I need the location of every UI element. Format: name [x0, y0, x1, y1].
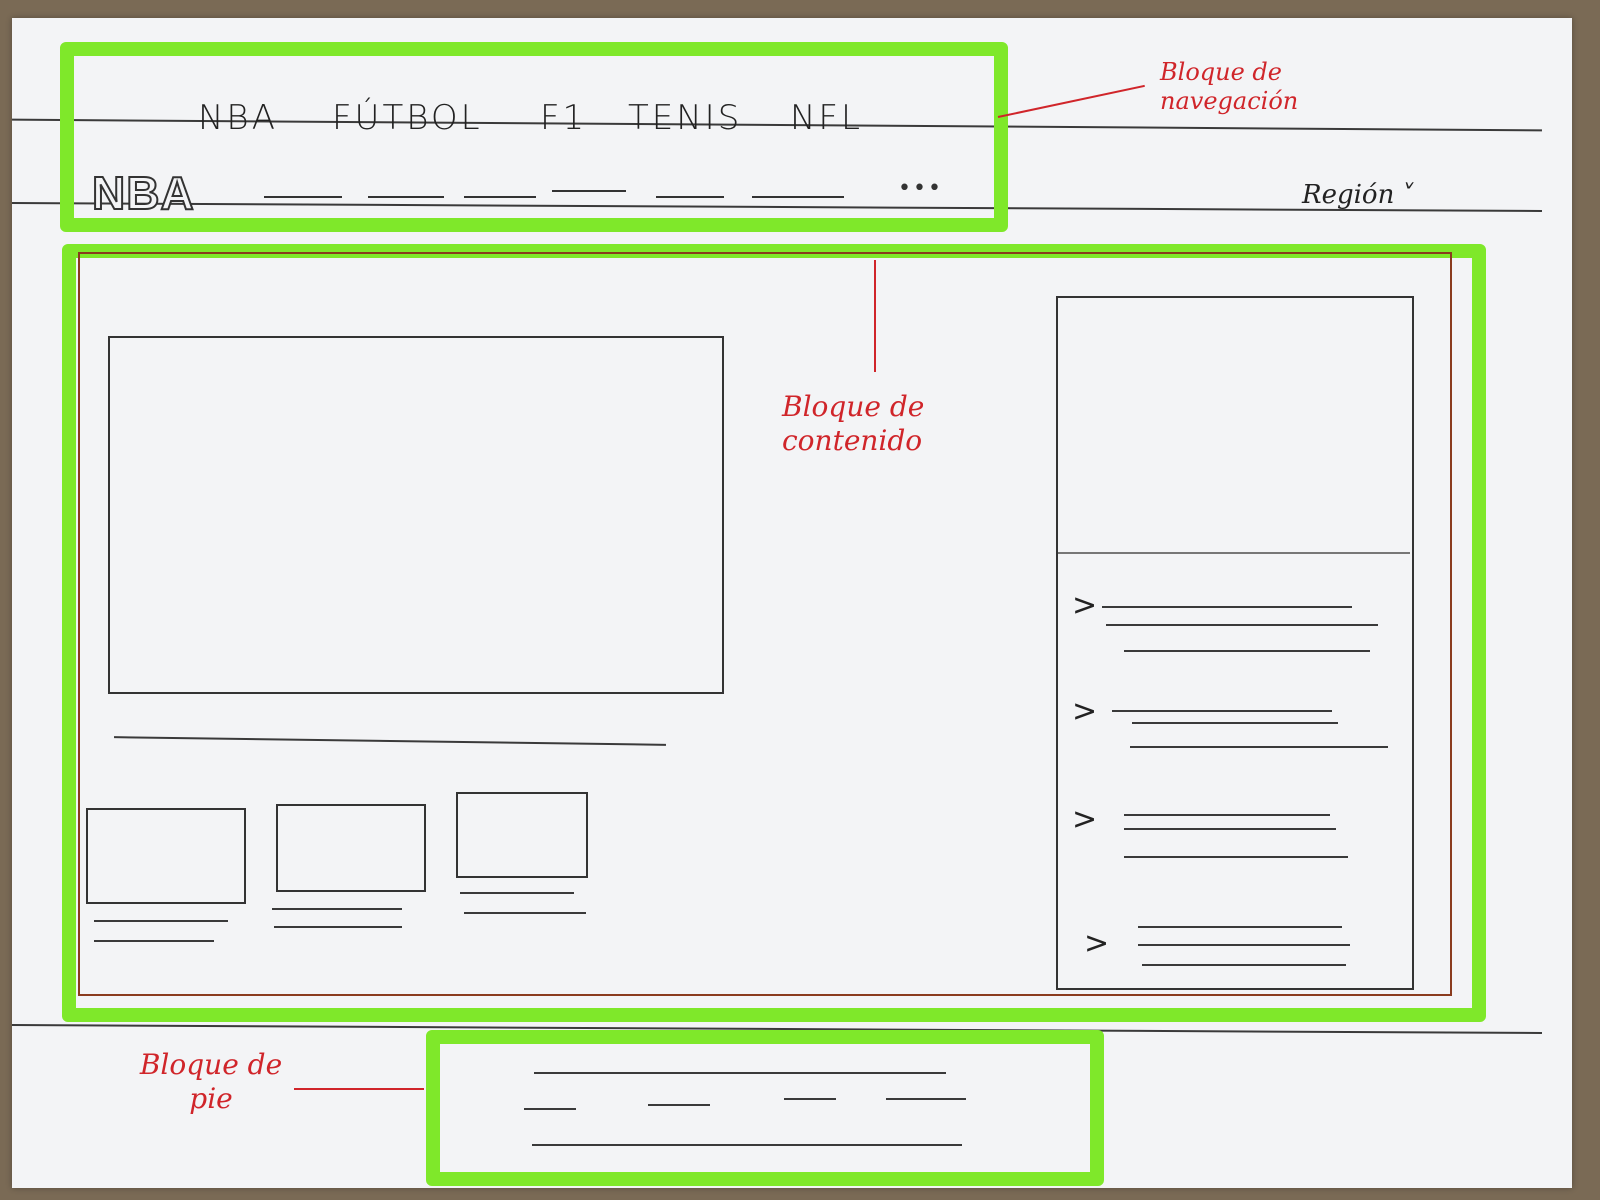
- sidebar-item-line: [1124, 828, 1336, 830]
- chevron-right-icon[interactable]: >: [1072, 802, 1098, 837]
- subnav-item[interactable]: [656, 196, 724, 198]
- content-block-label: Bloque de contenido: [782, 390, 925, 457]
- footer-line: [534, 1072, 946, 1074]
- subnav-item[interactable]: [464, 196, 536, 198]
- footer-block-highlight: [426, 1030, 1104, 1186]
- nav-link-nfl[interactable]: NFL: [790, 98, 863, 138]
- chevron-right-icon[interactable]: >: [1084, 926, 1110, 961]
- subnav-item[interactable]: [264, 196, 342, 198]
- news-thumbnail[interactable]: [86, 808, 246, 904]
- sidebar-item-line: [1112, 710, 1332, 712]
- subnav-item[interactable]: [368, 196, 444, 198]
- nav-link-futbol[interactable]: FÚTBOL: [332, 98, 483, 138]
- sidebar-item-line: [1124, 814, 1330, 816]
- subnav-item[interactable]: [752, 196, 844, 198]
- sidebar-item-line: [1138, 944, 1350, 946]
- sidebar-item-line: [1130, 746, 1388, 748]
- main-image-placeholder[interactable]: [108, 336, 724, 694]
- subnav-item[interactable]: [552, 190, 626, 192]
- chevron-right-icon[interactable]: >: [1072, 588, 1098, 623]
- nav-link-nba[interactable]: NBA: [198, 98, 278, 138]
- sidebar-item-line: [1124, 650, 1370, 652]
- content-block-outline: [78, 252, 1452, 996]
- region-dropdown[interactable]: Región ˅: [1302, 180, 1416, 210]
- sidebar-panel: [1056, 296, 1414, 990]
- footer-line: [532, 1144, 962, 1146]
- sidebar-item-line: [1102, 606, 1352, 608]
- nav-block-label: Bloque de navegación: [1160, 58, 1299, 115]
- footer-block-label: Bloque de pie: [139, 1048, 283, 1115]
- nav-link-tenis[interactable]: TENIS: [628, 98, 743, 138]
- sketch-paper: NBA FÚTBOL F1 TENIS NFL NBA ••• Región ˅…: [12, 18, 1572, 1188]
- content-annotation-arrow: [874, 260, 876, 372]
- nav-block-highlight: [60, 42, 1008, 232]
- news-caption-line: [94, 940, 214, 942]
- sidebar-divider: [1058, 552, 1410, 554]
- sidebar-item-line: [1138, 926, 1342, 928]
- sidebar-item-line: [1132, 722, 1338, 724]
- nba-logo[interactable]: NBA: [91, 166, 195, 220]
- news-caption-line: [274, 926, 402, 928]
- sidebar-item-line: [1106, 624, 1378, 626]
- footer-annotation-arrow: [294, 1088, 424, 1090]
- news-caption-line: [464, 912, 586, 914]
- news-thumbnail[interactable]: [276, 804, 426, 892]
- footer-link[interactable]: [648, 1104, 710, 1106]
- content-block-highlight: [62, 244, 1486, 1022]
- nav-link-f1[interactable]: F1: [540, 98, 588, 138]
- nav-annotation-arrow: [997, 84, 1145, 118]
- sidebar-item-line: [1124, 856, 1348, 858]
- news-caption-line: [460, 892, 574, 894]
- more-icon[interactable]: •••: [898, 176, 943, 201]
- sidebar-item-line: [1142, 964, 1346, 966]
- footer-link[interactable]: [524, 1108, 576, 1110]
- footer-link[interactable]: [784, 1098, 836, 1100]
- footer-link[interactable]: [886, 1098, 966, 1100]
- chevron-right-icon[interactable]: >: [1072, 694, 1098, 729]
- news-caption-line: [94, 920, 228, 922]
- news-thumbnail[interactable]: [456, 792, 588, 878]
- news-caption-line: [272, 908, 402, 910]
